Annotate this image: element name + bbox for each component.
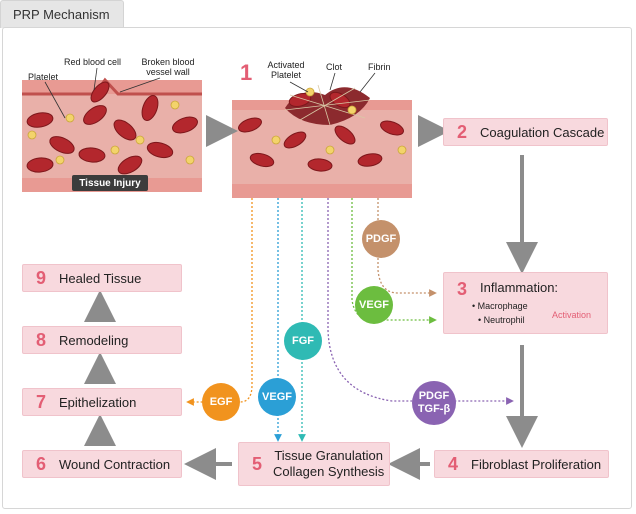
pdgf-tgfb-line2: TGF-β <box>417 403 451 415</box>
growth-factor-fgf: FGF <box>284 322 322 360</box>
step-4-number: 4 <box>447 453 458 474</box>
growth-factor-pdgf: PDGF <box>362 220 400 258</box>
step-2-coagulation-cascade: 2 Coagulation Cascade <box>443 118 608 146</box>
growth-factor-pdgf-tgfb: PDGF TGF-β <box>412 381 456 425</box>
list-item-neutrophil: • Neutrophil <box>478 315 525 325</box>
label-clot: Clot <box>326 62 343 72</box>
step-5-tissue-granulation: 5 Tissue Granulation Collagen Synthesis <box>238 442 390 486</box>
step-6-number: 6 <box>35 453 46 474</box>
step-8-number: 8 <box>35 329 46 350</box>
step-1-number: 1 <box>240 60 253 85</box>
step-3-inflammation: 3 Inflammation: • Macrophage • Neutrophi… <box>443 272 608 334</box>
step-5-label-line2: Collagen Synthesis <box>273 464 385 479</box>
tissue-injury-caption: Tissue Injury <box>72 175 148 191</box>
step-8-remodeling: 8 Remodeling <box>22 326 182 354</box>
pdgf-tgfb-line1: PDGF <box>418 390 450 402</box>
step-9-label: Healed Tissue <box>59 270 142 286</box>
step-3-number: 3 <box>456 279 467 299</box>
step-9-healed-tissue: 9 Healed Tissue <box>22 264 182 292</box>
step-2-number: 2 <box>456 121 467 142</box>
growth-factor-egf: EGF <box>202 383 240 421</box>
step-3-label: Inflammation: <box>480 280 559 295</box>
step-7-epithelization: 7 Epithelization <box>22 388 182 416</box>
growth-factor-vegf-green: VEGF <box>355 286 393 324</box>
step-9-number: 9 <box>35 267 46 288</box>
step-5-number: 5 <box>251 453 262 474</box>
list-item-macrophage: • Macrophage <box>472 301 528 311</box>
label-platelet: Platelet <box>28 72 59 82</box>
step-6-wound-contraction: 6 Wound Contraction <box>22 450 182 478</box>
clot-illustration <box>232 72 412 198</box>
step-2-label: Coagulation Cascade <box>480 124 605 140</box>
activation-note: Activation <box>552 310 592 320</box>
step-7-number: 7 <box>35 391 46 412</box>
label-red-blood-cell: Red blood cell <box>64 57 122 67</box>
growth-factor-vegf-blue: VEGF <box>258 378 296 416</box>
step-8-label: Remodeling <box>59 332 129 348</box>
flow-arrows <box>84 115 538 480</box>
label-broken-vessel-wall: Broken blood vessel wall <box>141 57 195 77</box>
label-activated-platelet: Activated Platelet <box>267 60 305 80</box>
step-7-label: Epithelization <box>59 394 137 410</box>
step-6-label: Wound Contraction <box>59 456 171 472</box>
step-4-fibroblast-proliferation: 4 Fibroblast Proliferation <box>434 450 609 478</box>
tab-title: PRP Mechanism <box>13 7 110 22</box>
step-4-label: Fibroblast Proliferation <box>471 456 602 472</box>
label-fibrin: Fibrin <box>368 62 391 72</box>
step-5-label-line1: Tissue Granulation <box>274 448 383 463</box>
vessel-injury-illustration <box>22 67 202 192</box>
title-tab[interactable]: PRP Mechanism <box>0 0 124 28</box>
